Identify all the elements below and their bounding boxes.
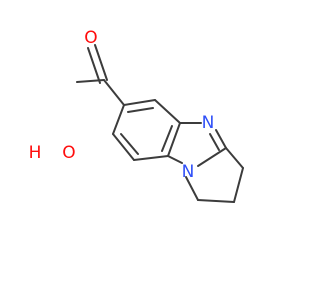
molecule-structure: O O H N N <box>29 28 244 203</box>
bond-n1-c7a <box>167 155 183 164</box>
benzene-ring <box>112 99 181 161</box>
hydroxyl-oxygen-label: O <box>62 143 75 163</box>
imidazole-ring <box>167 122 227 167</box>
bond-n1-c1 <box>185 176 199 201</box>
bond-c6-c7 <box>112 133 135 161</box>
carbonyl-oxygen-label: O <box>84 28 97 48</box>
bond-c1-c2 <box>197 199 235 203</box>
bond-c7a-c3a-inner <box>161 125 173 152</box>
bond-c3b-c3 <box>225 147 244 169</box>
bond-hydroxyl <box>76 79 105 83</box>
bond-carbonyl <box>94 44 108 81</box>
bond-c6-c7-inner <box>120 133 139 155</box>
hydroxyl-hydrogen-label: H <box>29 143 42 163</box>
imine-nitrogen-label: N <box>202 113 215 133</box>
bond-c4-c5-inner <box>127 107 154 113</box>
bridgehead-nitrogen-label: N <box>182 162 195 182</box>
bond-c7a-c3a <box>167 122 181 157</box>
bond-c3-n1 <box>197 147 227 167</box>
bond-n4-c3-inner <box>209 133 220 151</box>
bond-c5-carboxyl <box>103 79 125 106</box>
bond-c7-c7a <box>133 155 169 161</box>
bond-c2-c3b <box>233 167 244 203</box>
bond-n4-c3 <box>215 129 227 149</box>
pyrrolidine-ring <box>185 147 244 203</box>
bond-carbonyl-inner <box>87 47 101 84</box>
bond-c5-c6 <box>112 104 125 135</box>
bond-c3a-c4 <box>154 99 181 124</box>
bond-c4-c5 <box>123 99 156 106</box>
carboxylic-acid-group <box>76 44 125 106</box>
